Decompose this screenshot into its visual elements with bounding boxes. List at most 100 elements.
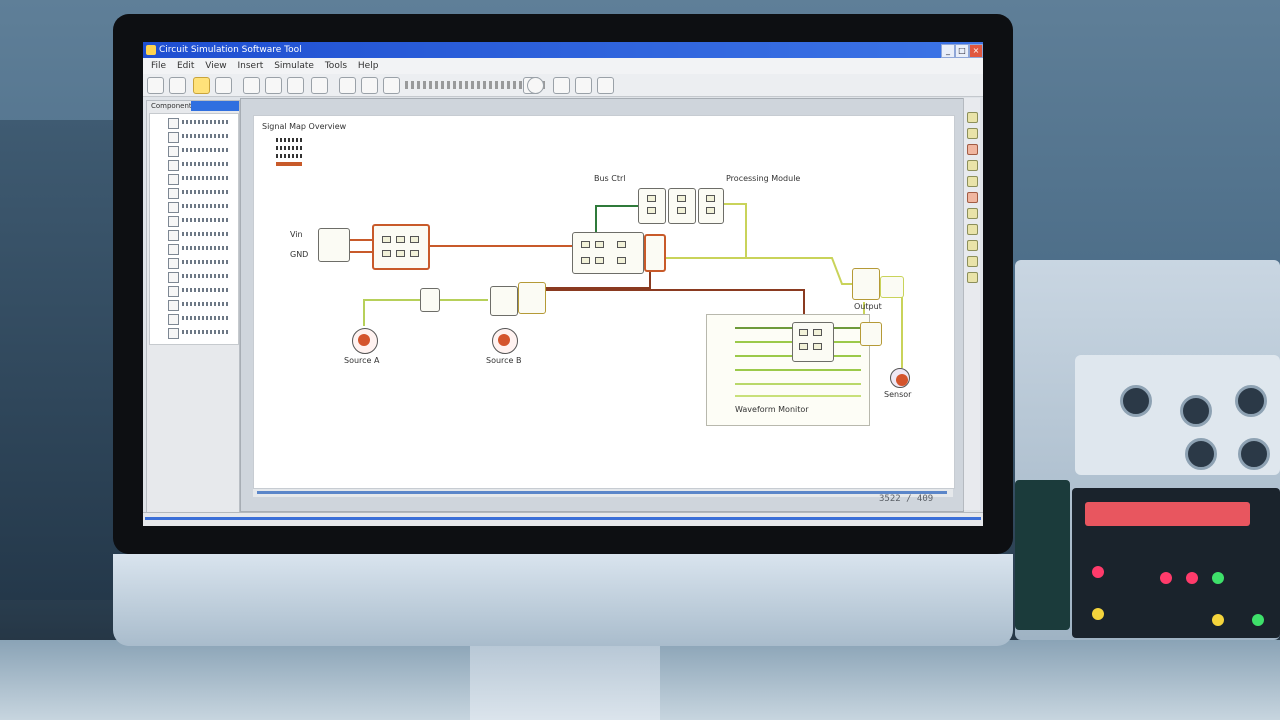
probe-icon[interactable]: [890, 368, 910, 388]
block-cell: [581, 241, 590, 248]
minimize-button[interactable]: _: [941, 44, 955, 58]
module-output-block[interactable]: [644, 234, 666, 272]
zoom-icon[interactable]: [361, 77, 378, 94]
copy-icon[interactable]: [265, 77, 282, 94]
list-item[interactable]: [168, 214, 234, 228]
menu-bar: File Edit View Insert Simulate Tools Hel…: [143, 58, 983, 74]
monitor-chin: [113, 554, 1013, 646]
open-icon[interactable]: [169, 77, 186, 94]
component-icon: [168, 300, 179, 311]
run-icon[interactable]: [383, 77, 400, 94]
menu-file[interactable]: File: [151, 61, 167, 71]
scroll-thumb[interactable]: [257, 491, 947, 494]
block-cell: [595, 241, 604, 248]
component-icon: [168, 286, 179, 297]
component-icon: [168, 216, 179, 227]
list-item[interactable]: [168, 312, 234, 326]
new-icon[interactable]: [147, 77, 164, 94]
probe-icon[interactable]: [553, 77, 570, 94]
menu-edit[interactable]: Edit: [176, 61, 195, 71]
waveform-chart[interactable]: Waveform Monitor: [706, 314, 870, 426]
source-a-icon[interactable]: [352, 328, 378, 354]
block-cell: [799, 343, 808, 350]
module-label: Processing Module: [726, 174, 801, 183]
horizontal-scrollbar[interactable]: [253, 489, 953, 497]
input-label-bottom: GND: [290, 250, 309, 259]
refresh-icon[interactable]: [527, 77, 544, 94]
pan-icon[interactable]: [967, 160, 978, 171]
component-list: [149, 113, 239, 345]
save-icon[interactable]: [193, 77, 210, 94]
close-button[interactable]: ×: [969, 44, 983, 58]
select-icon[interactable]: [967, 176, 978, 187]
sensor-block[interactable]: [860, 322, 882, 346]
block-cell: [799, 329, 808, 336]
block-cell: [677, 207, 686, 214]
component-icon: [168, 258, 179, 269]
layers-icon[interactable]: [967, 240, 978, 251]
grid-icon[interactable]: [575, 77, 592, 94]
list-item[interactable]: [168, 326, 234, 340]
block-cell: [706, 207, 715, 214]
list-item[interactable]: [168, 298, 234, 312]
redo-icon[interactable]: [339, 77, 356, 94]
paste-icon[interactable]: [287, 77, 304, 94]
wire: [544, 289, 805, 322]
gear-block[interactable]: [518, 282, 546, 314]
bus-block-1[interactable]: [638, 188, 666, 224]
screen: Circuit Simulation Software Tool _ □ × F…: [143, 42, 983, 526]
converter-block[interactable]: [372, 224, 430, 270]
input-block[interactable]: [318, 228, 350, 262]
list-item[interactable]: [168, 270, 234, 284]
switch-block[interactable]: [420, 288, 440, 312]
list-item[interactable]: [168, 242, 234, 256]
list-item[interactable]: [168, 256, 234, 270]
cut-icon[interactable]: [243, 77, 260, 94]
output-block[interactable]: [852, 268, 880, 300]
menu-tools[interactable]: Tools: [324, 61, 348, 71]
list-item[interactable]: [168, 130, 234, 144]
source-b-icon[interactable]: [492, 328, 518, 354]
grid-icon[interactable]: [967, 224, 978, 235]
undo-icon[interactable]: [311, 77, 328, 94]
wire-icon[interactable]: [967, 192, 978, 203]
menu-insert[interactable]: Insert: [237, 61, 264, 71]
zoom-in-icon[interactable]: [967, 112, 978, 123]
list-item[interactable]: [168, 172, 234, 186]
bus-block-2[interactable]: [668, 188, 696, 224]
print-icon[interactable]: [215, 77, 232, 94]
amplifier-block[interactable]: [490, 286, 518, 316]
menu-view[interactable]: View: [205, 61, 227, 71]
relay-block[interactable]: [792, 322, 834, 362]
list-item[interactable]: [168, 228, 234, 242]
processing-module[interactable]: [572, 232, 644, 274]
list-item[interactable]: [168, 284, 234, 298]
component-icon: [168, 314, 179, 325]
waveform-line: [735, 369, 861, 371]
settings-icon[interactable]: [597, 77, 614, 94]
fit-icon[interactable]: [967, 144, 978, 155]
zoom-out-icon[interactable]: [967, 128, 978, 139]
output-connector[interactable]: [880, 276, 904, 298]
menu-simulate[interactable]: Simulate: [274, 61, 314, 71]
block-cell: [396, 250, 405, 257]
indicator-led: [1252, 614, 1264, 626]
diagram-canvas[interactable]: Signal Map Overview: [253, 115, 955, 489]
list-item[interactable]: [168, 186, 234, 200]
probe-tool-icon[interactable]: [967, 256, 978, 267]
maximize-button[interactable]: □: [955, 44, 969, 58]
list-item[interactable]: [168, 158, 234, 172]
list-item[interactable]: [168, 144, 234, 158]
list-item[interactable]: [168, 200, 234, 214]
sensor-label: Sensor: [884, 390, 912, 399]
block-cell: [382, 250, 391, 257]
list-item-label: [182, 302, 228, 306]
bus-block-3[interactable]: [698, 188, 724, 224]
text-icon[interactable]: [967, 208, 978, 219]
bus-label: Bus Ctrl: [594, 174, 626, 183]
menu-help[interactable]: Help: [357, 61, 379, 71]
instrument-knob: [1238, 438, 1270, 470]
measure-icon[interactable]: [967, 272, 978, 283]
sidebar-tab[interactable]: [191, 101, 239, 111]
list-item[interactable]: [168, 116, 234, 130]
